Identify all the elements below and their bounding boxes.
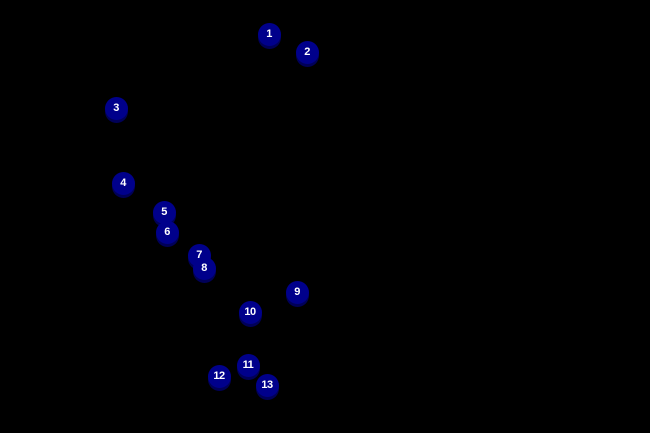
marker-5[interactable]: 5 xyxy=(152,200,176,224)
marker-label: 10 xyxy=(244,305,256,318)
marker-label: 2 xyxy=(304,45,310,58)
marker-11[interactable]: 11 xyxy=(236,353,260,377)
marker-4[interactable]: 4 xyxy=(111,171,135,195)
marker-6[interactable]: 6 xyxy=(155,220,179,244)
marker-label: 11 xyxy=(242,358,254,371)
marker-13[interactable]: 13 xyxy=(255,373,279,397)
marker-12[interactable]: 12 xyxy=(207,364,231,388)
marker-1[interactable]: 1 xyxy=(257,22,281,46)
marker-label: 8 xyxy=(201,261,207,274)
marker-9[interactable]: 9 xyxy=(285,280,309,304)
marker-label: 4 xyxy=(120,176,126,189)
marker-label: 12 xyxy=(213,369,225,382)
marker-label: 5 xyxy=(161,205,167,218)
marker-label: 3 xyxy=(113,101,119,114)
marker-label: 6 xyxy=(164,225,170,238)
marker-label: 13 xyxy=(261,378,273,391)
marker-label: 9 xyxy=(294,285,300,298)
marker-2[interactable]: 2 xyxy=(295,40,319,64)
marker-8[interactable]: 8 xyxy=(192,256,216,280)
marker-label: 7 xyxy=(196,248,202,261)
marker-label: 1 xyxy=(266,27,272,40)
marker-3[interactable]: 3 xyxy=(104,96,128,120)
marker-10[interactable]: 10 xyxy=(238,300,262,324)
